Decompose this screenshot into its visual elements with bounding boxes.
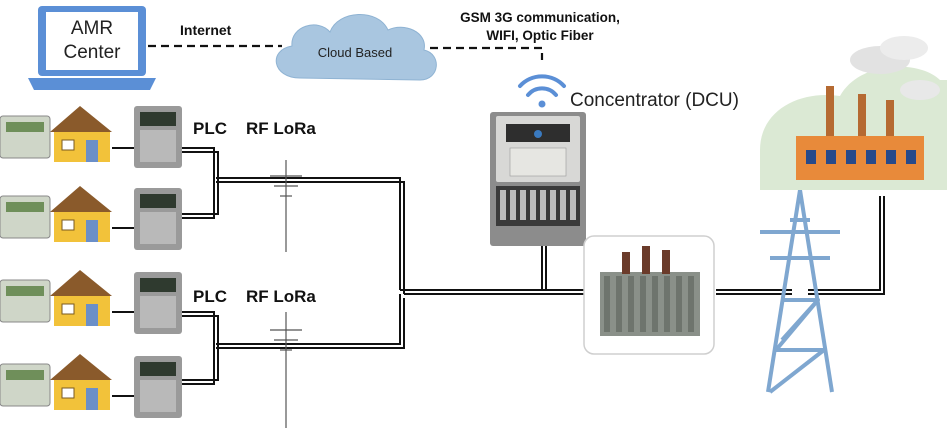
concentrator-device (490, 112, 586, 246)
plc-wiring (112, 147, 885, 397)
cloud-icon: Cloud Based (275, 14, 437, 81)
house-row-3 (0, 270, 182, 334)
house-row-2 (0, 186, 182, 250)
plc-label-top: PLC (193, 119, 227, 138)
pole-icon-bottom (270, 312, 302, 428)
rf-lora-label-top: RF LoRa (246, 119, 316, 138)
pole-icon-top (270, 160, 302, 252)
internet-label: Internet (180, 22, 232, 38)
house-row-4 (0, 354, 182, 418)
house-row-1 (0, 106, 182, 168)
concentrator-label: Concentrator (DCU) (570, 90, 739, 111)
amr-center-line2: Center (63, 42, 121, 63)
plc-label-bottom: PLC (193, 287, 227, 306)
comm-label-line1: GSM 3G communication, (460, 10, 620, 25)
amr-center-laptop: AMR Center (28, 6, 156, 90)
transformer-icon (583, 235, 715, 355)
cloud-label: Cloud Based (318, 45, 392, 60)
wifi-icon (518, 74, 566, 108)
comm-label-line2: WIFI, Optic Fiber (486, 28, 594, 43)
amr-center-line1: AMR (71, 18, 113, 39)
factory-icon (760, 36, 947, 190)
rf-lora-label-bottom: RF LoRa (246, 287, 316, 306)
cloud-dcu-link (430, 46, 544, 60)
transmission-tower-icon (760, 189, 840, 394)
